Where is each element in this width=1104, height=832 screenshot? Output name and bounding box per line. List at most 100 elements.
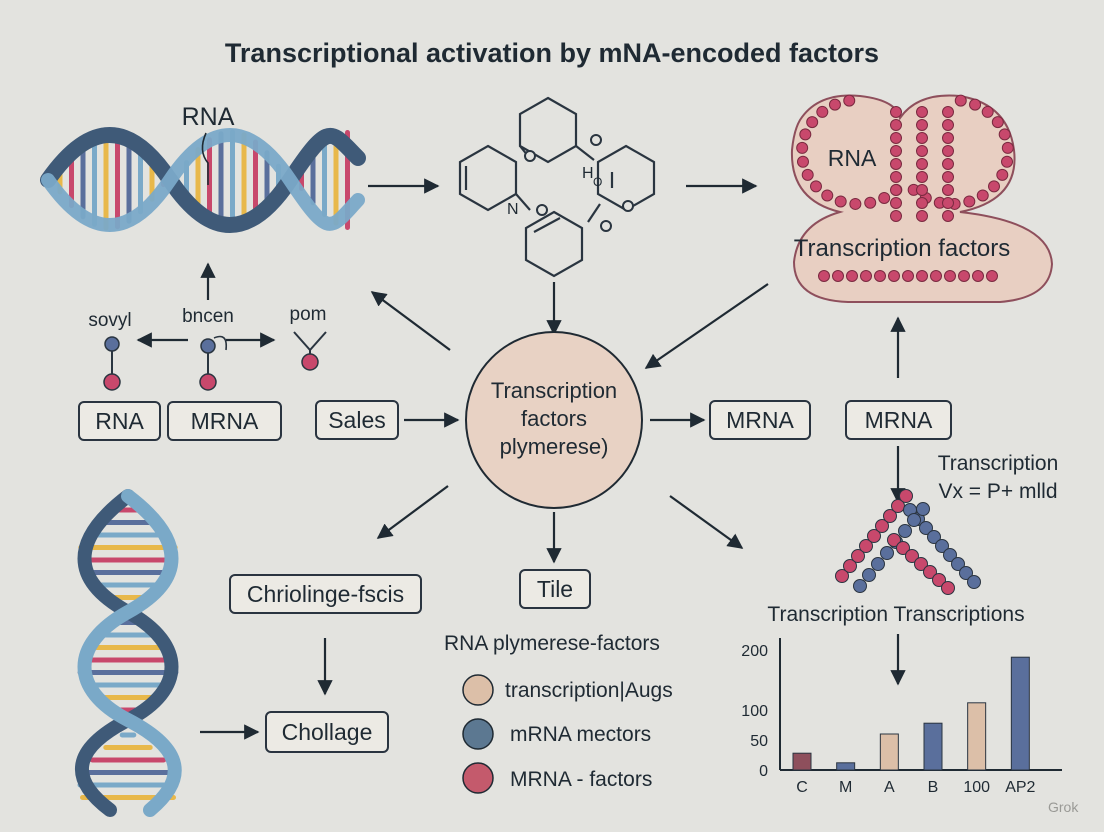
center-circle-line3: plymerese) [500,434,609,459]
tangle-bead [914,557,928,571]
tangle-bead [898,524,912,538]
rna-bead [942,145,954,157]
tangle-bead [967,575,981,589]
rna-bead [890,158,902,170]
rna-bead [944,270,956,282]
rna-bead [942,210,954,222]
right-note-line1: Transcription [938,452,1059,475]
tangle-bead [943,548,957,562]
rna-bead [832,270,844,282]
x-tick-label: A [884,779,895,796]
rna-bead [860,270,872,282]
watermark: Grok [1048,799,1079,815]
rna-bead [942,158,954,170]
molecule-h-label: H [582,165,594,182]
rna-bead [916,132,928,144]
bar [923,722,943,771]
tangle-bead [932,573,946,587]
right-note-line2: Vx = P+ mlld [938,480,1057,503]
rna-bead [942,184,954,196]
small-molecule-right-label: pom [290,304,327,325]
box-sales: Sales [315,400,399,440]
box-chriolinge-label: Chriolinge-fscis [247,581,404,607]
bar [836,762,856,771]
rna-bead [916,270,928,282]
rna-bead [916,184,928,196]
rna-bead [986,270,998,282]
y-tick-label: 50 [750,733,768,750]
box-mrna-right-label: MRNA [865,407,933,433]
box-mrna-mid: MRNA [709,400,811,440]
dna-label-pointer [201,132,209,185]
rna-bead [864,196,877,209]
box-mrna-left-label: MRNA [191,408,259,434]
rna-bead [816,105,829,118]
tangle-bead [871,557,885,571]
arrow-circle-to-tangle [669,495,744,549]
rna-panel-label: RNA [828,145,877,171]
molecule-n-label: N [507,201,519,218]
dna-helix-bottom [74,489,182,817]
rna-bead [818,270,830,282]
rna-bead [916,119,928,131]
bead-tangle [835,489,981,595]
rna-bead [846,270,858,282]
x-tick-label: 100 [963,779,990,796]
rna-bead [942,119,954,131]
rna-bead [988,180,1001,193]
tangle-bead [935,539,949,553]
rna-bead [1001,141,1014,154]
rna-bead [799,128,812,141]
tangle-bead [867,529,881,543]
rna-bead [972,270,984,282]
legend-label: mRNA mectors [510,723,651,746]
rna-bead [976,189,989,202]
rna-bead [849,197,862,210]
box-chriolinge: Chriolinge-fscis [229,574,422,614]
rna-bead [890,145,902,157]
rna-bead [942,132,954,144]
box-tile-label: Tile [537,576,573,602]
center-circle: Transcription factors plymerese) [465,331,643,509]
rna-bead [916,197,928,209]
legend-item: MRNA - factors [462,762,652,794]
rna-bead [834,195,847,208]
rna-bead [890,132,902,144]
tangle-bead [941,581,955,595]
rna-bead [888,270,900,282]
rna-bead [991,116,1004,129]
small-molecule-center-label: bncen [182,306,234,327]
rna-bead [890,119,902,131]
rna-bead [796,141,809,154]
tangle-bead [905,549,919,563]
rna-bead [958,270,970,282]
dna-top-label: RNA [182,103,235,131]
tangle-bead [927,530,941,544]
diagram-title: Transcriptional activation by mNA-encode… [225,38,879,68]
x-tick-label: M [839,779,852,796]
legend-swatch [462,674,494,706]
tangle-bead [880,546,894,560]
arrow-circle-to-top-left [370,291,451,351]
rna-bead [998,128,1011,141]
small-molecule-right [293,331,327,371]
box-sales-label: Sales [328,407,386,433]
rna-bead [890,171,902,183]
small-molecule-center [199,335,228,391]
rna-bead [890,184,902,196]
arrow-rna-panel-to-circle [644,283,769,369]
tangle-bead [843,559,857,573]
rna-bead [916,158,928,170]
tangle-bead [859,539,873,553]
rna-bead [1001,155,1014,168]
tangle-bead [835,569,849,583]
rna-bead [963,195,976,208]
rna-bead [890,197,902,209]
rna-bead [806,116,819,129]
x-tick-label: AP2 [1005,779,1035,796]
legend-label: MRNA - factors [510,768,652,791]
legend-item: mRNA mectors [462,718,651,750]
rna-transcription-panel [790,94,1054,303]
